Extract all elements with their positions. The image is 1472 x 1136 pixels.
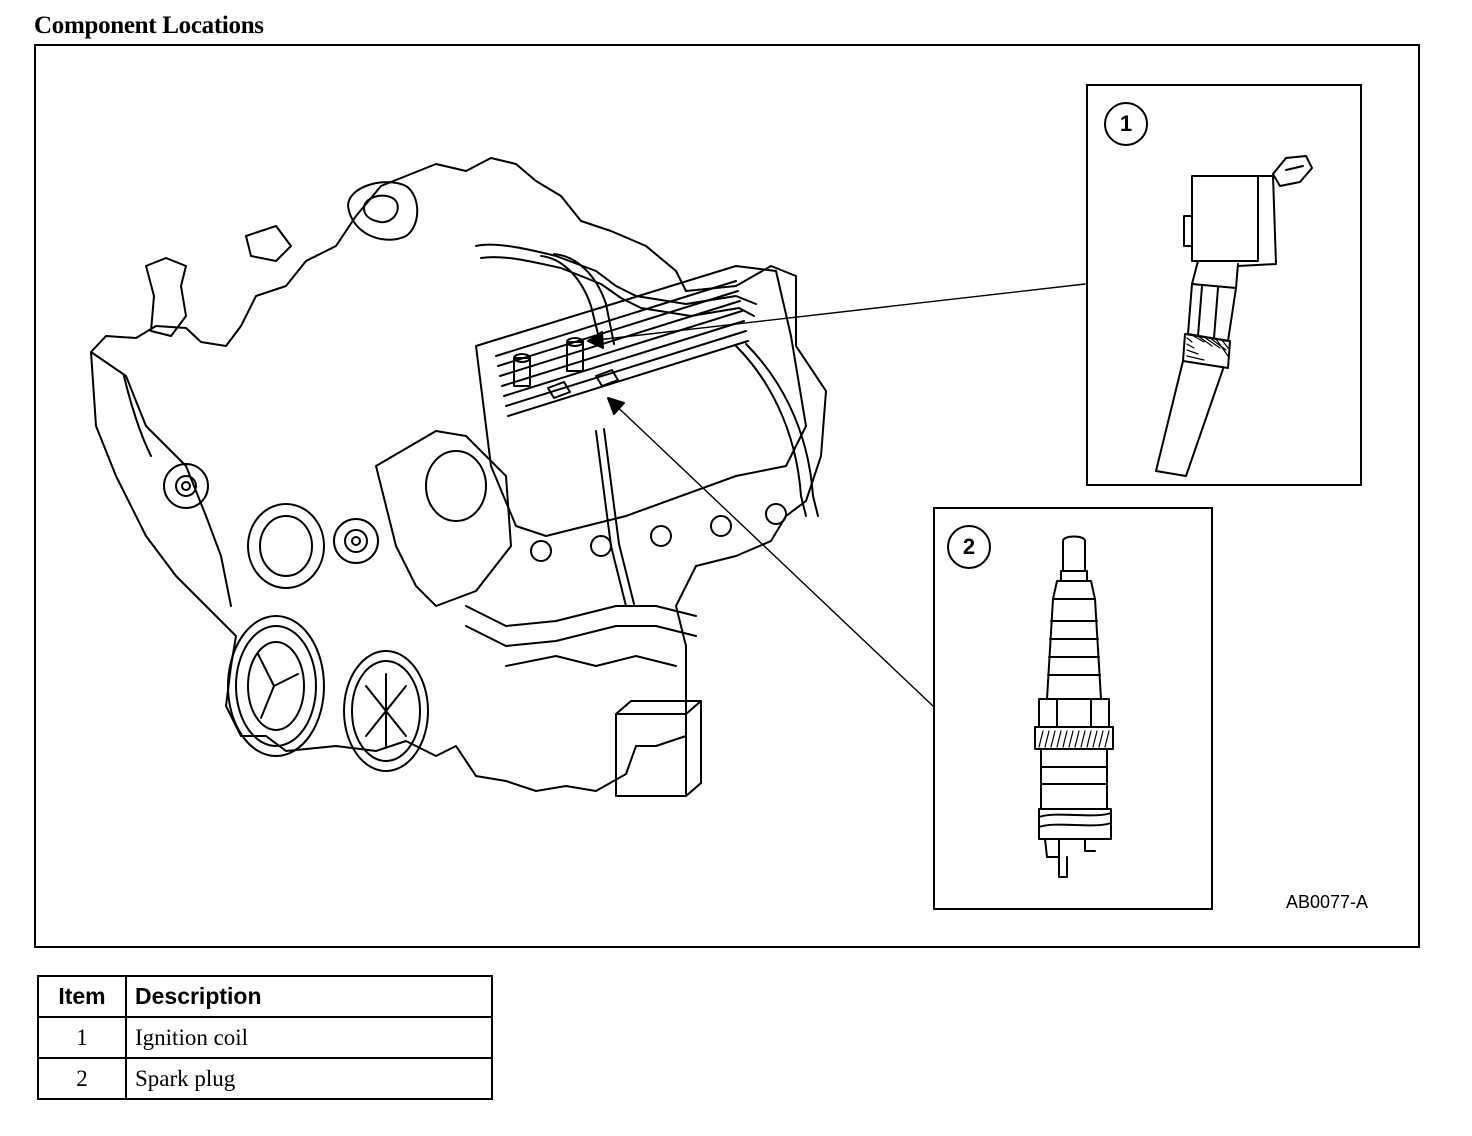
figure-code: AB0077-A [1286,892,1369,912]
column-header-description: Description [125,975,493,1018]
engine-illustration [90,157,1086,797]
table-row: 2 Spark plug [37,1057,493,1100]
spark-plug-drawing [1034,535,1114,878]
legend-header-row: Item Description [37,975,493,1018]
callout-2: 2 [947,525,991,569]
spark-plug-inset: 2 [933,507,1213,910]
callout-1: 1 [1104,102,1148,146]
ignition-coil-inset: 1 [1086,84,1362,486]
item-number: 1 [37,1016,127,1059]
item-description: Spark plug [125,1057,493,1100]
ignition-coil-drawing [1155,155,1313,477]
page-title: Component Locations [34,12,264,39]
item-description: Ignition coil [125,1016,493,1059]
diagram-frame: 1 2 AB0 [34,44,1420,948]
item-number: 2 [37,1057,127,1100]
column-header-item: Item [37,975,127,1018]
legend-table: Item Description 1 Ignition coil 2 Spark… [37,975,493,1100]
table-row: 1 Ignition coil [37,1016,493,1059]
